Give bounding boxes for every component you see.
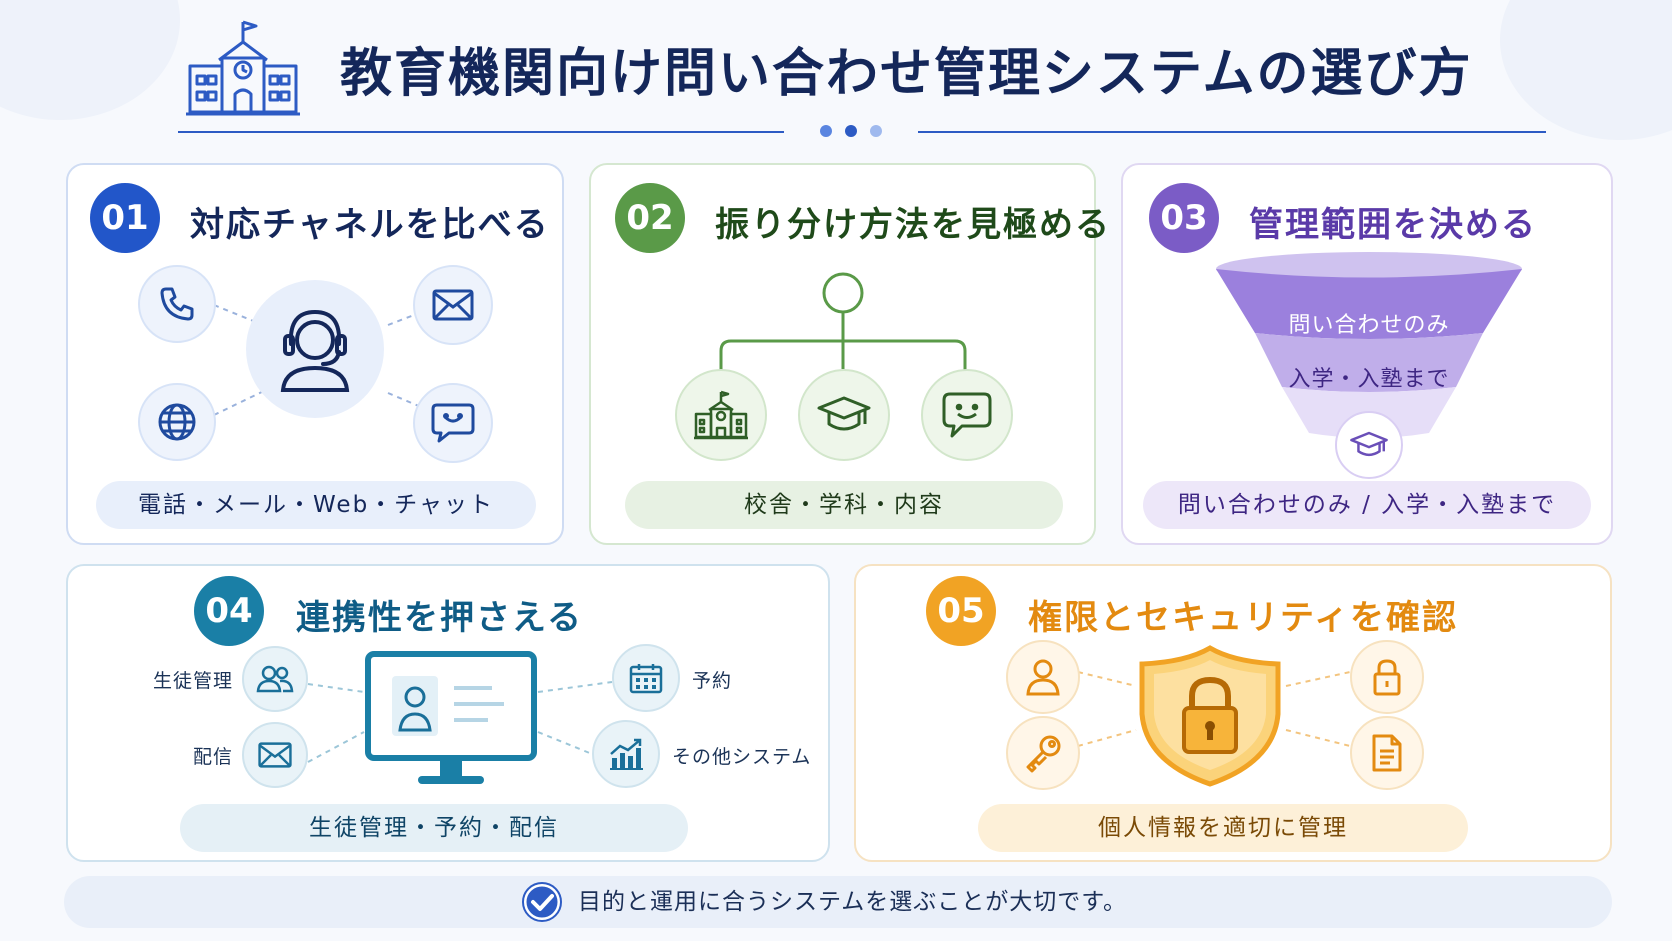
divider-dot	[845, 125, 857, 137]
card-summary: 電話・メール・Web・チャット	[96, 481, 536, 529]
smile-chat-icon[interactable]	[921, 369, 1013, 461]
integration-label-students: 生徒管理	[153, 670, 234, 692]
graduation-cap-icon	[1335, 411, 1403, 479]
step-number: 02	[615, 183, 685, 253]
phone-icon[interactable]	[138, 265, 216, 343]
card-title: 管理範囲を決める	[1249, 205, 1537, 245]
connector-lines	[1077, 671, 1351, 747]
card-summary: 個人情報を適切に管理	[978, 804, 1468, 852]
chat-icon[interactable]	[413, 383, 493, 463]
card-security: 05 権限とセキュリティを確認 個人情報を適切に管理	[854, 564, 1612, 862]
funnel-level-inquiry: 問い合わせのみ	[1288, 313, 1450, 338]
card-title: 連携性を押さえる	[296, 598, 583, 638]
globe-icon[interactable]	[138, 383, 216, 461]
step-number: 05	[926, 576, 996, 646]
card-summary: 校舎・学科・内容	[625, 481, 1063, 529]
school-building-icon	[186, 20, 300, 116]
mail-icon[interactable]	[242, 722, 308, 788]
page-title: 教育機関向け問い合わせ管理システムの選び方	[340, 44, 1473, 104]
integration-label-delivery: 配信	[193, 746, 234, 768]
card-title: 対応チャネルを比べる	[190, 205, 550, 245]
step-number: 03	[1149, 183, 1219, 253]
school-building-icon[interactable]	[675, 369, 767, 461]
step-number: 04	[194, 576, 264, 646]
connector-lines	[307, 681, 613, 763]
calendar-icon[interactable]	[612, 644, 680, 712]
card-integration: 04 連携性を押さえる 生徒管理 配信 予約	[66, 564, 830, 862]
check-icon	[522, 882, 562, 922]
mail-icon[interactable]	[413, 265, 493, 345]
card-summary: 生徒管理・予約・配信	[180, 804, 688, 852]
bar-chart-icon[interactable]	[592, 720, 660, 788]
card-scope: 03 管理範囲を決める 問い合わせのみ 入学・入塾まで 問い合わせのみ / 入学…	[1121, 163, 1613, 545]
users-icon[interactable]	[242, 646, 308, 712]
monitor-profile-icon	[364, 650, 538, 790]
key-icon[interactable]	[1006, 716, 1080, 790]
card-summary: 問い合わせのみ / 入学・入塾まで	[1143, 481, 1591, 529]
card-channels: 01 対応チャネルを比べる 電話・メール・Web・チャット	[66, 163, 564, 545]
step-number: 01	[90, 183, 160, 253]
divider-dot	[820, 125, 832, 137]
card-title: 権限とセキュリティを確認	[1028, 598, 1458, 638]
shield-lock-icon	[1134, 644, 1286, 788]
integration-label-other-systems: その他システム	[672, 746, 812, 768]
integration-label-booking: 予約	[692, 670, 733, 692]
lock-icon[interactable]	[1350, 640, 1424, 714]
header: 教育機関向け問い合わせ管理システムの選び方	[0, 0, 1672, 150]
document-icon[interactable]	[1350, 716, 1424, 790]
support-agent-icon	[246, 280, 384, 418]
graduation-cap-icon[interactable]	[798, 369, 890, 461]
title-divider-right	[918, 131, 1546, 133]
divider-dot	[870, 125, 882, 137]
funnel-level-enrollment: 入学・入塾まで	[1288, 367, 1450, 392]
routing-tree-lines	[719, 272, 967, 371]
title-divider-left	[178, 131, 784, 133]
card-routing: 02 振り分け方法を見極める 校舎・学科・内容	[589, 163, 1109, 545]
card-title: 振り分け方法を見極める	[715, 205, 1111, 245]
footer-message: 目的と運用に合うシステムを選ぶことが大切です。	[578, 889, 1128, 915]
user-icon[interactable]	[1006, 640, 1080, 714]
footer-banner	[64, 876, 1612, 928]
